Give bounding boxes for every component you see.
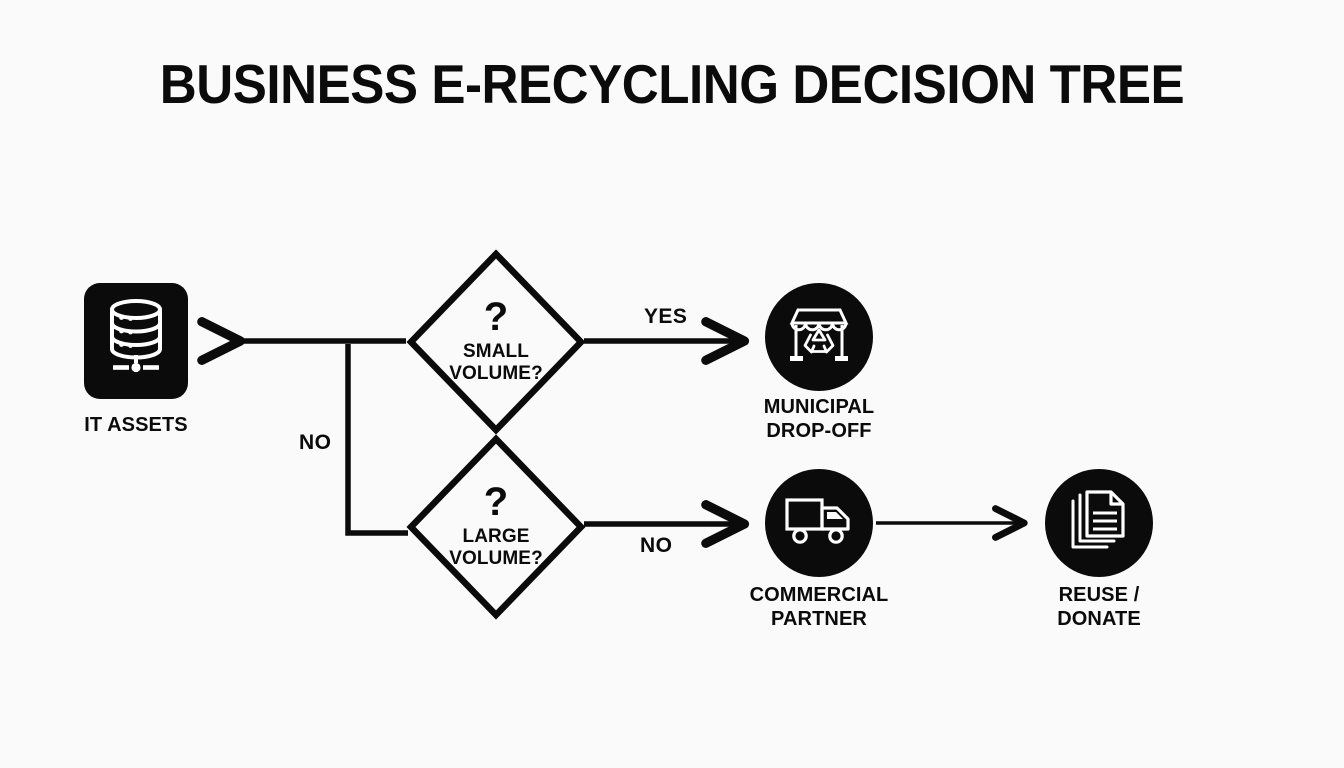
it-assets-label: IT ASSETS bbox=[84, 414, 188, 436]
small-volume-diamond-shape bbox=[406, 249, 586, 435]
large-volume-diamond-shape bbox=[406, 434, 586, 620]
edge-small-volume-no-branch bbox=[345, 344, 408, 536]
commercial-partner-label: COMMERCIAL PARTNER bbox=[749, 584, 889, 630]
it-assets-tile[interactable] bbox=[84, 283, 188, 399]
node-small-volume[interactable]: ? SMALL VOLUME? bbox=[406, 249, 586, 435]
reuse-donate-label: REUSE / DONATE bbox=[1057, 584, 1141, 630]
node-large-volume[interactable]: ? LARGE VOLUME? bbox=[406, 434, 586, 620]
commercial-partner-badge[interactable] bbox=[765, 469, 873, 577]
delivery-truck-icon bbox=[784, 495, 854, 552]
server-database-icon bbox=[101, 297, 171, 386]
edge-label-no-large-volume: NO bbox=[640, 534, 673, 557]
municipal-dropoff-badge[interactable] bbox=[765, 283, 873, 391]
recycling-storefront-icon bbox=[786, 304, 852, 371]
page-title: BUSINESS E-RECYCLING DECISION TREE bbox=[159, 53, 1185, 115]
edge-label-yes: YES bbox=[644, 305, 688, 328]
documents-stack-icon bbox=[1069, 489, 1129, 558]
reuse-donate-badge[interactable] bbox=[1045, 469, 1153, 577]
municipal-dropoff-label: MUNICIPAL DROP-OFF bbox=[763, 396, 875, 442]
edge-label-no-small-volume: NO bbox=[299, 431, 332, 454]
